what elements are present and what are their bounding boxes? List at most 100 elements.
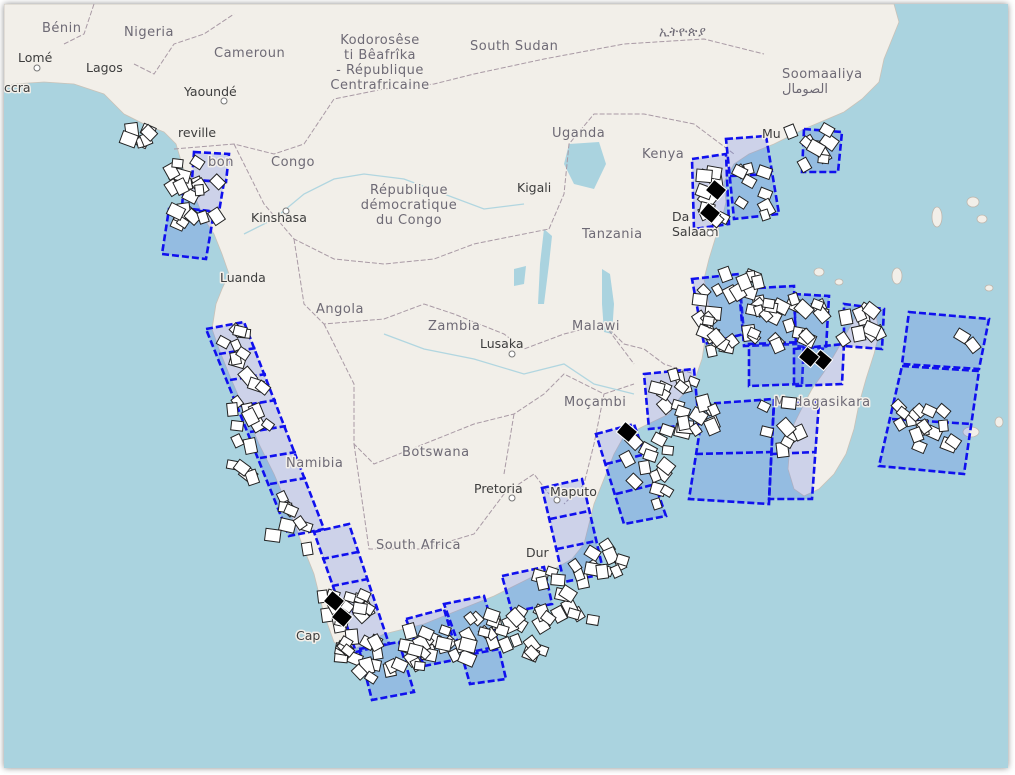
image-marker[interactable] xyxy=(895,405,911,421)
image-marker[interactable] xyxy=(539,609,557,627)
image-marker[interactable] xyxy=(688,422,703,438)
image-marker[interactable] xyxy=(756,399,772,414)
image-marker[interactable] xyxy=(798,327,816,346)
image-marker[interactable] xyxy=(908,426,925,444)
image-marker[interactable] xyxy=(118,129,140,149)
image-marker[interactable] xyxy=(300,541,314,557)
image-marker[interactable] xyxy=(647,380,666,396)
image-marker[interactable] xyxy=(292,514,308,531)
image-marker[interactable] xyxy=(406,642,424,658)
image-marker[interactable] xyxy=(194,183,205,197)
image-marker[interactable] xyxy=(463,610,478,626)
image-marker[interactable] xyxy=(235,345,252,362)
image-marker[interactable] xyxy=(964,336,982,355)
image-marker[interactable] xyxy=(750,274,766,291)
image-marker[interactable] xyxy=(242,436,259,456)
image-marker[interactable] xyxy=(263,527,282,543)
selected-image-marker[interactable] xyxy=(615,420,639,444)
image-marker[interactable] xyxy=(401,621,418,641)
image-marker[interactable] xyxy=(937,419,949,433)
image-marker[interactable] xyxy=(746,326,762,341)
image-marker[interactable] xyxy=(911,402,928,419)
image-marker[interactable] xyxy=(282,503,300,518)
image-marker[interactable] xyxy=(535,575,550,591)
footprint[interactable] xyxy=(747,340,806,388)
image-marker[interactable] xyxy=(363,670,379,685)
image-marker[interactable] xyxy=(583,544,602,563)
image-marker[interactable] xyxy=(762,297,776,310)
image-marker[interactable] xyxy=(838,308,854,327)
image-marker[interactable] xyxy=(661,444,675,456)
image-marker[interactable] xyxy=(558,584,579,604)
image-marker[interactable] xyxy=(189,154,206,171)
image-marker[interactable] xyxy=(625,472,644,491)
image-marker[interactable] xyxy=(509,632,523,648)
image-marker[interactable] xyxy=(817,153,830,165)
image-marker[interactable] xyxy=(759,425,775,439)
image-marker[interactable] xyxy=(835,330,852,348)
image-marker[interactable] xyxy=(254,379,272,396)
image-marker[interactable] xyxy=(456,648,478,668)
image-marker[interactable] xyxy=(733,195,749,210)
image-marker[interactable] xyxy=(413,660,426,672)
image-marker[interactable] xyxy=(275,489,290,505)
image-marker[interactable] xyxy=(673,379,690,395)
image-marker[interactable] xyxy=(183,207,203,227)
image-marker[interactable] xyxy=(758,208,771,222)
image-marker[interactable] xyxy=(505,606,527,628)
image-marker[interactable] xyxy=(230,433,245,449)
image-marker[interactable] xyxy=(782,317,797,334)
image-marker[interactable] xyxy=(757,186,774,202)
image-marker[interactable] xyxy=(618,449,637,469)
image-marker[interactable] xyxy=(934,402,952,420)
image-marker[interactable] xyxy=(340,643,356,658)
image-marker[interactable] xyxy=(457,636,478,654)
image-marker[interactable] xyxy=(861,319,882,339)
image-marker[interactable] xyxy=(705,343,718,359)
image-marker[interactable] xyxy=(676,414,691,432)
image-marker[interactable] xyxy=(232,458,252,477)
image-marker[interactable] xyxy=(921,403,938,419)
image-marker[interactable] xyxy=(952,327,972,345)
selected-image-marker[interactable] xyxy=(797,345,821,369)
image-marker[interactable] xyxy=(567,557,583,574)
image-marker[interactable] xyxy=(566,607,582,621)
image-marker[interactable] xyxy=(796,156,813,174)
image-marker[interactable] xyxy=(701,315,716,327)
image-marker[interactable] xyxy=(810,297,825,312)
image-marker[interactable] xyxy=(356,587,372,603)
image-marker[interactable] xyxy=(244,468,261,487)
image-marker[interactable] xyxy=(338,635,354,650)
image-marker[interactable] xyxy=(523,644,541,662)
image-marker[interactable] xyxy=(390,656,410,674)
image-marker[interactable] xyxy=(601,545,620,566)
image-marker[interactable] xyxy=(350,663,369,681)
image-marker[interactable] xyxy=(497,635,514,654)
selected-image-marker[interactable] xyxy=(330,605,354,629)
image-marker[interactable] xyxy=(240,406,261,428)
image-marker[interactable] xyxy=(706,327,727,348)
image-marker[interactable] xyxy=(637,459,652,476)
image-marker[interactable] xyxy=(206,206,227,227)
image-marker[interactable] xyxy=(691,292,709,307)
image-marker[interactable] xyxy=(277,517,297,534)
marker-layer[interactable] xyxy=(118,121,982,685)
image-marker[interactable] xyxy=(659,483,675,498)
image-marker[interactable] xyxy=(780,395,798,410)
image-marker[interactable] xyxy=(260,417,276,432)
image-marker[interactable] xyxy=(783,123,799,140)
image-marker[interactable] xyxy=(740,173,758,190)
selected-image-marker[interactable] xyxy=(698,201,722,225)
image-marker[interactable] xyxy=(775,416,797,438)
image-marker[interactable] xyxy=(780,435,795,450)
image-marker[interactable] xyxy=(585,613,600,627)
image-marker[interactable] xyxy=(793,298,815,320)
image-marker[interactable] xyxy=(695,168,713,184)
image-marker[interactable] xyxy=(735,272,754,292)
image-marker[interactable] xyxy=(850,324,867,343)
image-marker[interactable] xyxy=(162,161,181,181)
image-marker[interactable] xyxy=(226,402,239,417)
image-marker[interactable] xyxy=(650,431,668,448)
